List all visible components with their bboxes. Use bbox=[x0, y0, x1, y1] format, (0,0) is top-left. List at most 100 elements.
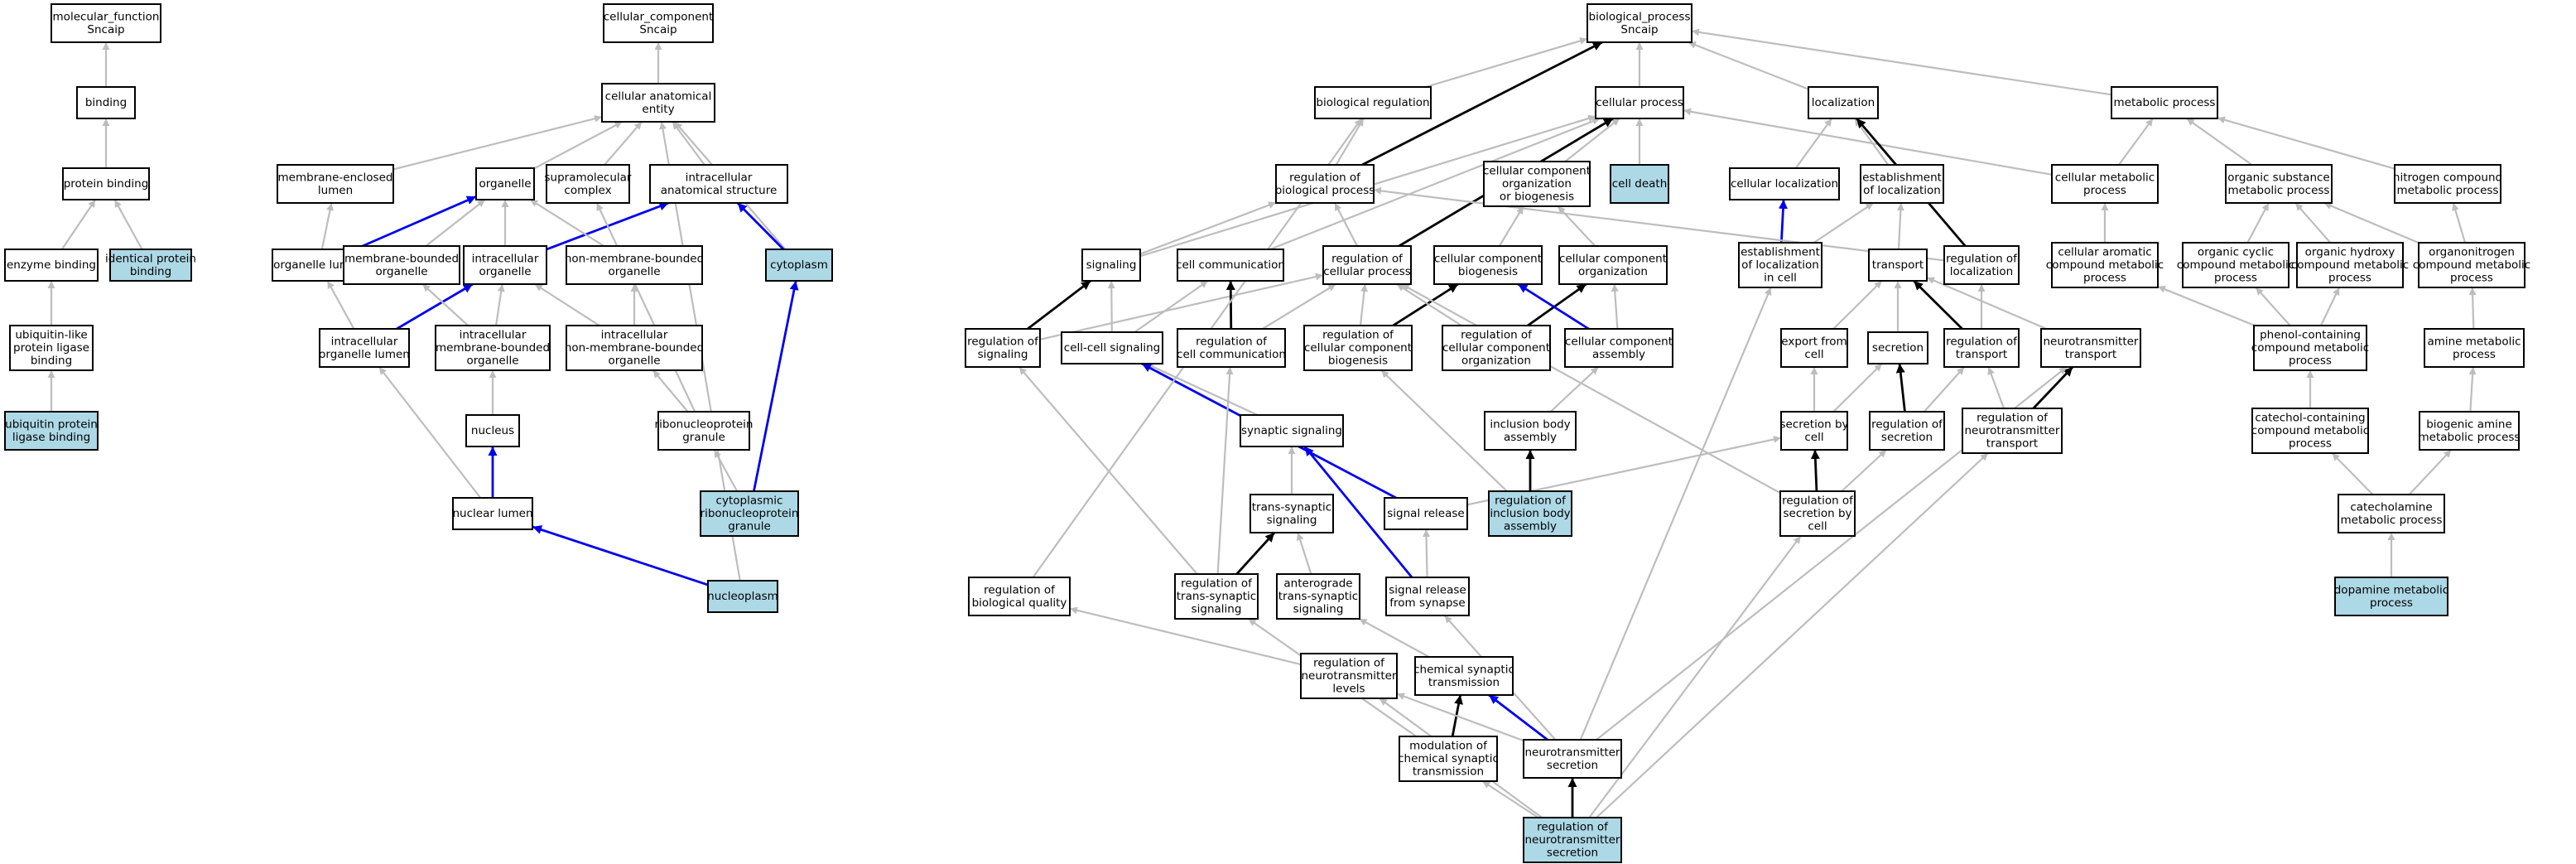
node-label: amine metabolic bbox=[2427, 335, 2521, 348]
node-nuclumen[interactable]: nuclear lumen bbox=[452, 497, 533, 530]
edge-orglumen-to-membencl bbox=[320, 202, 334, 250]
node-label: regulation of bbox=[1289, 171, 1361, 184]
node-label: transport bbox=[1956, 348, 2007, 361]
node-bioreg[interactable]: biological regulation bbox=[1314, 86, 1432, 119]
node-protbind[interactable]: protein binding bbox=[62, 167, 150, 200]
node-intranonmemb[interactable]: intracellularnon-membrane-boundedorganel… bbox=[565, 325, 704, 371]
node-transport[interactable]: transport bbox=[1868, 249, 1928, 282]
node-cellcellsig[interactable]: cell-cell signaling bbox=[1061, 331, 1163, 364]
node-metproc[interactable]: metabolic process bbox=[2111, 86, 2218, 119]
node-organelle[interactable]: organelle bbox=[475, 167, 535, 200]
node-enzbind[interactable]: enzyme binding bbox=[4, 249, 99, 282]
node-cellloc[interactable]: cellular localization bbox=[1729, 167, 1840, 200]
node-box bbox=[1174, 573, 1259, 620]
node-label: granule bbox=[682, 431, 725, 444]
node-cellproc[interactable]: cellular process bbox=[1595, 86, 1684, 119]
node-secretion[interactable]: secretion bbox=[1867, 331, 1928, 364]
node-label: signal release bbox=[1389, 583, 1466, 596]
edge-nuclumen-to-intraorglumen bbox=[378, 366, 482, 499]
node-cellcomm[interactable]: cell communication bbox=[1176, 249, 1285, 282]
edge-intramembbound-to-intraorg bbox=[494, 283, 505, 326]
node-label: modulation of bbox=[1409, 740, 1488, 753]
node-synsig[interactable]: synaptic signaling bbox=[1240, 414, 1344, 447]
node-sigrelease[interactable]: signal release bbox=[1384, 497, 1468, 530]
node-cytoplasm[interactable]: cytoplasm bbox=[765, 249, 833, 282]
node-label: trans-synaptic bbox=[1177, 590, 1256, 603]
node-nucleoplasm[interactable]: nucleoplasm bbox=[707, 580, 778, 613]
node-nucleus[interactable]: nucleus bbox=[465, 414, 520, 447]
node-label: transmission bbox=[1413, 765, 1484, 779]
node-celldeath[interactable]: cell death bbox=[1610, 164, 1669, 204]
edge-chemsyn-to-anterograde bbox=[1358, 618, 1430, 658]
node-localization[interactable]: localization bbox=[1808, 86, 1879, 119]
node-label: catechol-containing bbox=[2255, 412, 2365, 425]
node-box bbox=[700, 490, 799, 537]
edge-sigrelsyn-to-sigrelease bbox=[1423, 529, 1431, 578]
node-signaling[interactable]: signaling bbox=[1081, 249, 1141, 282]
node-binding[interactable]: binding bbox=[76, 86, 136, 119]
